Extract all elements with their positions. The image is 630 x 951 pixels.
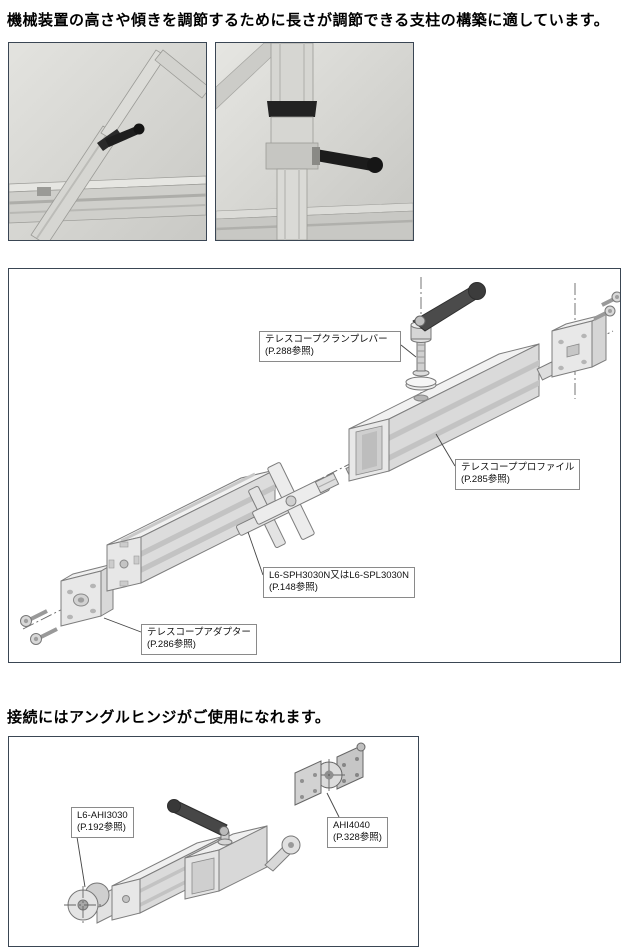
label-ahi4040: AHI4040 (P.328参照)	[327, 817, 388, 848]
plate-screws	[593, 291, 620, 321]
page-reference: (P.285参照)	[461, 473, 510, 485]
label-l6-ahi3030: L6-AHI3030 (P.192参照)	[71, 807, 134, 838]
label-telescope-profile: テレスコーププロファイル (P.285参照)	[455, 459, 581, 490]
leader-ahi4040	[326, 792, 340, 818]
angle-hinge-art	[64, 742, 366, 924]
telescope-adapter-part	[60, 563, 114, 627]
adapter-screws	[20, 609, 58, 645]
telescope-profile-part	[348, 343, 540, 482]
telescope-assembly-diagram: テレスコープクランプレバー (P.288参照) テレスコーププロファイル (P.…	[8, 268, 621, 663]
part-name: L6-SPH3030N又はL6-SPL3030N	[269, 570, 409, 581]
horizontal-profile	[9, 175, 206, 224]
leader-clamp-lever	[400, 344, 417, 358]
part-name: テレスコーププロファイル	[461, 462, 575, 473]
part-name: L6-AHI3030	[77, 810, 128, 821]
clamp-lever-block	[167, 799, 233, 846]
page-reference: (P.288参照)	[265, 345, 314, 357]
angle-hinge-diagram: L6-AHI3030 (P.192参照) AHI4040 (P.328参照)	[8, 736, 419, 947]
label-clamp-lever: テレスコープクランプレバー (P.288参照)	[259, 331, 401, 362]
page-reference: (P.192参照)	[77, 821, 126, 833]
mounting-plate-part	[551, 313, 607, 378]
clamp-lever-part	[410, 282, 486, 372]
telescope-assembly-art	[20, 277, 620, 645]
slide-nut	[314, 472, 340, 494]
leader-adapter	[103, 617, 142, 633]
vertical-telescope-post	[265, 43, 319, 240]
telescopic-strut	[30, 49, 206, 240]
page-reference: (P.286参照)	[147, 638, 196, 650]
clamp-housing	[265, 142, 319, 170]
leader-telescope-profile	[435, 433, 456, 467]
black-collar	[267, 101, 317, 117]
photo-telescope-strut-right	[215, 42, 414, 241]
clamp-lever-photo	[97, 123, 145, 151]
diagonal-profile-back	[216, 43, 287, 110]
profile-bracket	[37, 187, 51, 196]
washer	[405, 369, 437, 391]
hinge-ahi4040-part	[294, 742, 366, 806]
support-profile-part	[106, 469, 276, 592]
page-reference: (P.148参照)	[269, 581, 318, 593]
part-name: テレスコープクランプレバー	[265, 334, 388, 345]
horizontal-profile-bottom	[216, 202, 413, 240]
part-name: AHI4040	[333, 820, 370, 831]
page-reference: (P.328参照)	[333, 831, 382, 843]
part-name: テレスコープアダプター	[147, 627, 251, 638]
hinge-section-title: 接続にはアングルヒンジがご使用になれます。	[7, 709, 331, 726]
label-support-profile: L6-SPH3030N又はL6-SPL3030N (P.148参照)	[263, 567, 415, 598]
photo-telescope-strut-left	[8, 42, 207, 241]
leader-support-profile	[247, 531, 264, 576]
label-telescope-adapter: テレスコープアダプター (P.286参照)	[141, 624, 257, 655]
page-title: 機械装置の高さや傾きを調節するために長さが調節できる支柱の構築に適しています。	[7, 12, 610, 29]
photo-left-art	[9, 43, 206, 240]
clamp-lever-photo	[312, 147, 383, 173]
photo-right-art	[216, 43, 413, 240]
block-hinge-tab	[264, 835, 301, 872]
leader-l6-ahi3030	[76, 836, 86, 888]
